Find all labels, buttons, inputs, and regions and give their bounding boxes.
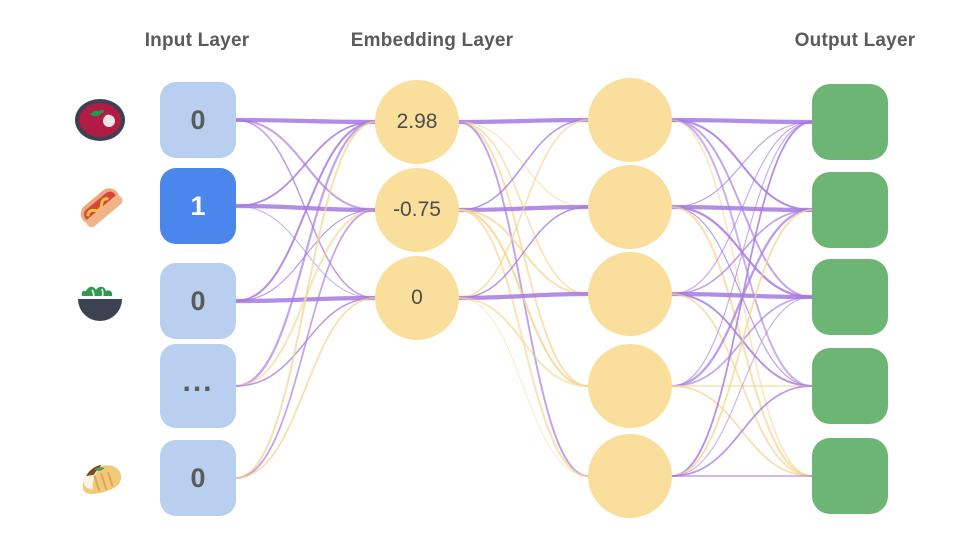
edge <box>456 291 591 301</box>
hot-dog-icon <box>72 178 128 234</box>
input-node-2[interactable]: 0 <box>0 263 250 339</box>
edge <box>457 208 590 296</box>
edge <box>458 121 589 208</box>
input-value-box-2[interactable]: 0 <box>160 263 236 339</box>
burrito-icon <box>72 450 128 506</box>
input-value-box-4[interactable]: 0 <box>160 440 236 516</box>
edge <box>457 208 590 388</box>
edge <box>235 209 376 479</box>
edge <box>669 204 815 213</box>
edge <box>235 205 376 299</box>
edge <box>233 295 378 304</box>
edge <box>458 119 589 211</box>
edge <box>235 121 376 207</box>
edge <box>456 117 591 125</box>
input-node-4[interactable]: 0 <box>0 440 250 516</box>
input-node-1[interactable]: 1 <box>0 168 250 244</box>
edge <box>458 206 589 299</box>
hidden-node-4[interactable] <box>588 434 672 518</box>
edge <box>234 208 377 388</box>
input-layer-title: Input Layer <box>144 30 250 51</box>
edge <box>671 296 813 387</box>
edge <box>458 297 589 477</box>
edge <box>235 209 376 302</box>
edge <box>671 385 813 477</box>
edge <box>234 120 377 480</box>
edge <box>671 119 813 477</box>
edge <box>457 296 590 388</box>
embedding-layer-title: Embedding Layer <box>350 30 514 51</box>
output-node-0[interactable] <box>812 84 888 160</box>
edge <box>670 205 814 478</box>
output-node-1[interactable] <box>812 172 888 248</box>
output-node-2[interactable] <box>812 259 888 335</box>
edge <box>671 121 813 295</box>
edge <box>233 203 378 213</box>
input-node-0[interactable]: 0 <box>0 82 250 158</box>
embedding-node-0[interactable]: 2.98 <box>375 80 459 164</box>
green-salad-icon <box>72 273 128 329</box>
edge <box>671 121 813 208</box>
edge <box>235 297 376 479</box>
edge <box>671 121 813 387</box>
edge <box>234 120 377 303</box>
edge <box>669 291 815 300</box>
output-layer-title: Output Layer <box>794 30 916 51</box>
edge <box>458 121 589 477</box>
hidden-node-1[interactable] <box>588 165 672 249</box>
edge <box>234 118 377 212</box>
edge <box>456 204 591 213</box>
edge <box>671 209 813 477</box>
hidden-node-3[interactable] <box>588 344 672 428</box>
edge <box>671 121 813 477</box>
edge <box>233 117 378 125</box>
edge <box>234 120 377 388</box>
input-value-box-3[interactable]: ... <box>160 344 236 428</box>
edge <box>671 296 813 477</box>
embedding-node-2[interactable]: 0 <box>375 256 459 340</box>
bowl-of-stew-icon <box>72 92 128 148</box>
edge <box>671 385 813 477</box>
edge <box>671 206 813 387</box>
edge <box>670 205 814 299</box>
edge <box>671 119 813 298</box>
edge <box>458 121 589 295</box>
edge <box>457 208 590 478</box>
hidden-node-0[interactable] <box>588 78 672 162</box>
edge <box>671 293 813 387</box>
input-node-3[interactable]: ... <box>0 344 250 428</box>
output-node-4[interactable] <box>812 438 888 514</box>
edge <box>670 292 814 478</box>
edge <box>669 117 815 125</box>
edge <box>235 297 376 387</box>
edge <box>671 209 813 295</box>
hidden-node-2[interactable] <box>588 252 672 336</box>
edge <box>670 208 814 388</box>
edge <box>458 121 589 387</box>
embedding-node-1[interactable]: -0.75 <box>375 168 459 252</box>
input-value-box-0[interactable]: 0 <box>160 82 236 158</box>
edge <box>458 119 589 299</box>
input-value-box-1[interactable]: 1 <box>160 168 236 244</box>
edge <box>671 119 813 387</box>
output-node-3[interactable] <box>812 348 888 424</box>
edge <box>670 118 814 212</box>
edge <box>235 119 376 299</box>
